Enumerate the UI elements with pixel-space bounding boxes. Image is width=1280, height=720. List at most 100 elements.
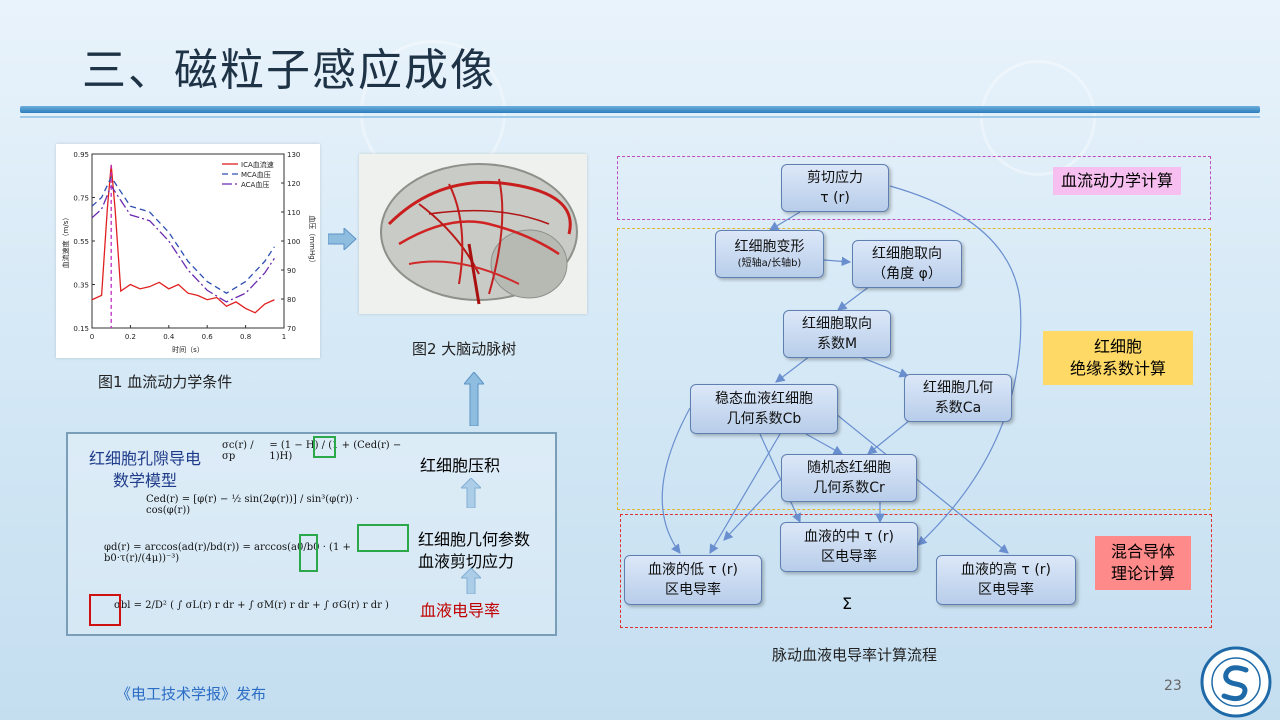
tag-hemodynamics-label: 血流动力学计算 [1052, 167, 1181, 195]
flow-caption: 脉动血液电导率计算流程 [772, 646, 938, 664]
node-text: 系数M [816, 336, 858, 352]
source-note: 《电工技术学报》发布 [116, 685, 267, 703]
label-hematocrit: 红细胞压积 [420, 456, 501, 475]
figure2-brain-artery-image [359, 154, 587, 314]
conductivity-highlight-box [89, 594, 121, 626]
node-mid-region-conductivity: 血液的中 τ (r) 区电导率 [780, 522, 918, 572]
formula-geometry-coefficient: Ced(r) = [φ(r) − ½ sin(2φ(r))] / sin³(φ(… [146, 494, 360, 516]
x-tick-label: 0.8 [240, 333, 251, 341]
tag-mixed-line1: 混合导体 [1110, 542, 1175, 561]
node-steady-geometry-coefficient: 稳态血液红细胞 几何系数Cb [690, 384, 838, 434]
x-axis-label: 时间（s） [172, 345, 204, 354]
node-text: （角度 φ） [872, 266, 942, 282]
x-tick-label: 0 [90, 333, 94, 341]
node-text: 红细胞取向 [872, 246, 942, 262]
sum-symbol: Σ [842, 594, 853, 613]
node-text: 几何系数Cb [726, 411, 802, 427]
formula-orientation-angle: φd(r) = arccos(ad(r)/bd(r)) = arccos(a0/… [104, 542, 351, 564]
x-tick-label: 0.4 [163, 333, 175, 341]
y-right-tick-label: 70 [287, 325, 296, 333]
university-seal-logo-icon [1200, 646, 1272, 718]
tag-mixed-conductor: 混合导体 理论计算 [1095, 536, 1191, 590]
node-geometry-coefficient-ca: 红细胞几何 系数Ca [904, 374, 1012, 422]
formula-1-rhs: = (1 − H) / (1 + (Ced(r) − 1)H) [269, 440, 402, 462]
y-left-tick-label: 0.55 [73, 238, 89, 246]
y-left-axis-label: 血流速度（m/s） [61, 214, 70, 269]
up-arrow-icon [464, 372, 484, 426]
figure1-chart-panel: 0 0.2 0.4 0.6 0.8 1 0.15 0.35 0.55 0.75 0.95 70 80 90… [56, 144, 320, 358]
background-decoration [980, 60, 1096, 176]
figure1-caption: 图1 血流动力学条件 [98, 373, 233, 391]
node-text: 血液的高 τ (r) [960, 562, 1051, 578]
node-high-region-conductivity: 血液的高 τ (r) 区电导率 [936, 555, 1076, 605]
node-text: 血液的中 τ (r) [803, 529, 894, 545]
model-title: 红细胞孔隙导电 数学模型 [78, 448, 212, 492]
node-text: 系数Ca [934, 400, 982, 416]
y-right-tick-label: 100 [287, 238, 300, 246]
node-text: 区电导率 [665, 582, 721, 598]
tag-insulation: 红细胞 绝缘系数计算 [1043, 331, 1193, 385]
x-tick-label: 1 [282, 333, 286, 341]
node-text: 区电导率 [821, 549, 877, 565]
node-text: 红细胞变形 [734, 239, 805, 255]
y-right-tick-label: 90 [287, 267, 296, 275]
shear-stress-highlight-box [357, 524, 409, 552]
node-rbc-deformation: 红细胞变形 (短轴a/长轴b) [715, 230, 824, 278]
tag-insulation-line2: 绝缘系数计算 [1069, 359, 1166, 378]
y-right-tick-label: 130 [287, 151, 300, 159]
brain-artery-illustration-icon [380, 163, 578, 305]
label-shear-stress: 血液剪切应力 [418, 552, 515, 571]
x-tick-label: 0.6 [202, 333, 214, 341]
label-rbc-geometry: 红细胞几何参数 [418, 530, 531, 549]
page-number: 23 [1164, 678, 1182, 694]
y-left-tick-label: 0.75 [73, 195, 89, 203]
title-divider-thin [20, 116, 1260, 118]
node-text: τ (r) [820, 190, 850, 206]
model-title-line1: 红细胞孔隙导电 [88, 449, 201, 468]
node-shear-stress: 剪切应力 τ (r) [781, 164, 889, 212]
node-orientation-coefficient: 红细胞取向 系数M [783, 310, 891, 358]
node-text: 区电导率 [978, 582, 1034, 598]
model-title-line2: 数学模型 [112, 471, 177, 490]
tag-hemodynamics: 血流动力学计算 [1042, 166, 1192, 196]
y-right-tick-label: 120 [287, 180, 300, 188]
label-blood-conductivity: 血液电导率 [420, 601, 501, 620]
formula-1-lhs: σc(r) / σp [222, 440, 254, 462]
up-arrow-icon [461, 568, 481, 594]
node-text: 血液的低 τ (r) [647, 562, 738, 578]
node-rbc-orientation: 红细胞取向 （角度 φ） [852, 240, 962, 288]
slide-title: 三、磁粒子感应成像 [82, 45, 496, 96]
node-text: 几何系数Cr [813, 480, 885, 496]
hemodynamics-line-chart: 0 0.2 0.4 0.6 0.8 1 0.15 0.35 0.55 0.75 0.95 70 80 90… [61, 151, 317, 354]
tag-mixed-line2: 理论计算 [1110, 564, 1175, 583]
formula-blood-conductivity: σbl = 2/D² ( ∫ σL(r) r dr + ∫ σM(r) r dr… [114, 600, 389, 611]
node-text: 随机态红细胞 [807, 460, 891, 476]
y-right-tick-label: 110 [287, 209, 300, 217]
figure2-caption: 图2 大脑动脉树 [412, 340, 517, 358]
up-arrow-icon [461, 478, 481, 508]
node-low-region-conductivity: 血液的低 τ (r) 区电导率 [624, 555, 762, 605]
y-right-axis-label: 血压（mmHg） [308, 215, 317, 266]
y-left-tick-label: 0.95 [73, 151, 89, 159]
node-text: 红细胞取向 [802, 316, 872, 332]
y-left-tick-label: 0.15 [73, 325, 89, 333]
y-right-tick-label: 80 [287, 296, 296, 304]
node-random-geometry-coefficient: 随机态红细胞 几何系数Cr [781, 454, 917, 502]
node-text: 剪切应力 [807, 170, 863, 186]
node-text: (短轴a/长轴b) [737, 258, 802, 269]
y-left-tick-label: 0.35 [73, 282, 89, 290]
node-text: 红细胞几何 [923, 380, 993, 396]
series-line-0 [91, 164, 275, 314]
hematocrit-highlight-box [313, 436, 336, 458]
legend-label: MCA血压 [241, 170, 271, 179]
tag-insulation-line1: 红细胞 [1093, 337, 1142, 356]
series-line-2 [91, 184, 275, 303]
x-tick-label: 0.2 [125, 333, 136, 341]
title-divider [20, 106, 1260, 113]
geometry-highlight-box [299, 534, 318, 572]
legend-label: ACA血压 [241, 180, 269, 189]
legend-label: ICA血流速 [241, 160, 274, 169]
node-text: 稳态血液红细胞 [715, 391, 813, 407]
right-arrow-icon [328, 228, 357, 250]
series-line-1 [91, 175, 275, 294]
